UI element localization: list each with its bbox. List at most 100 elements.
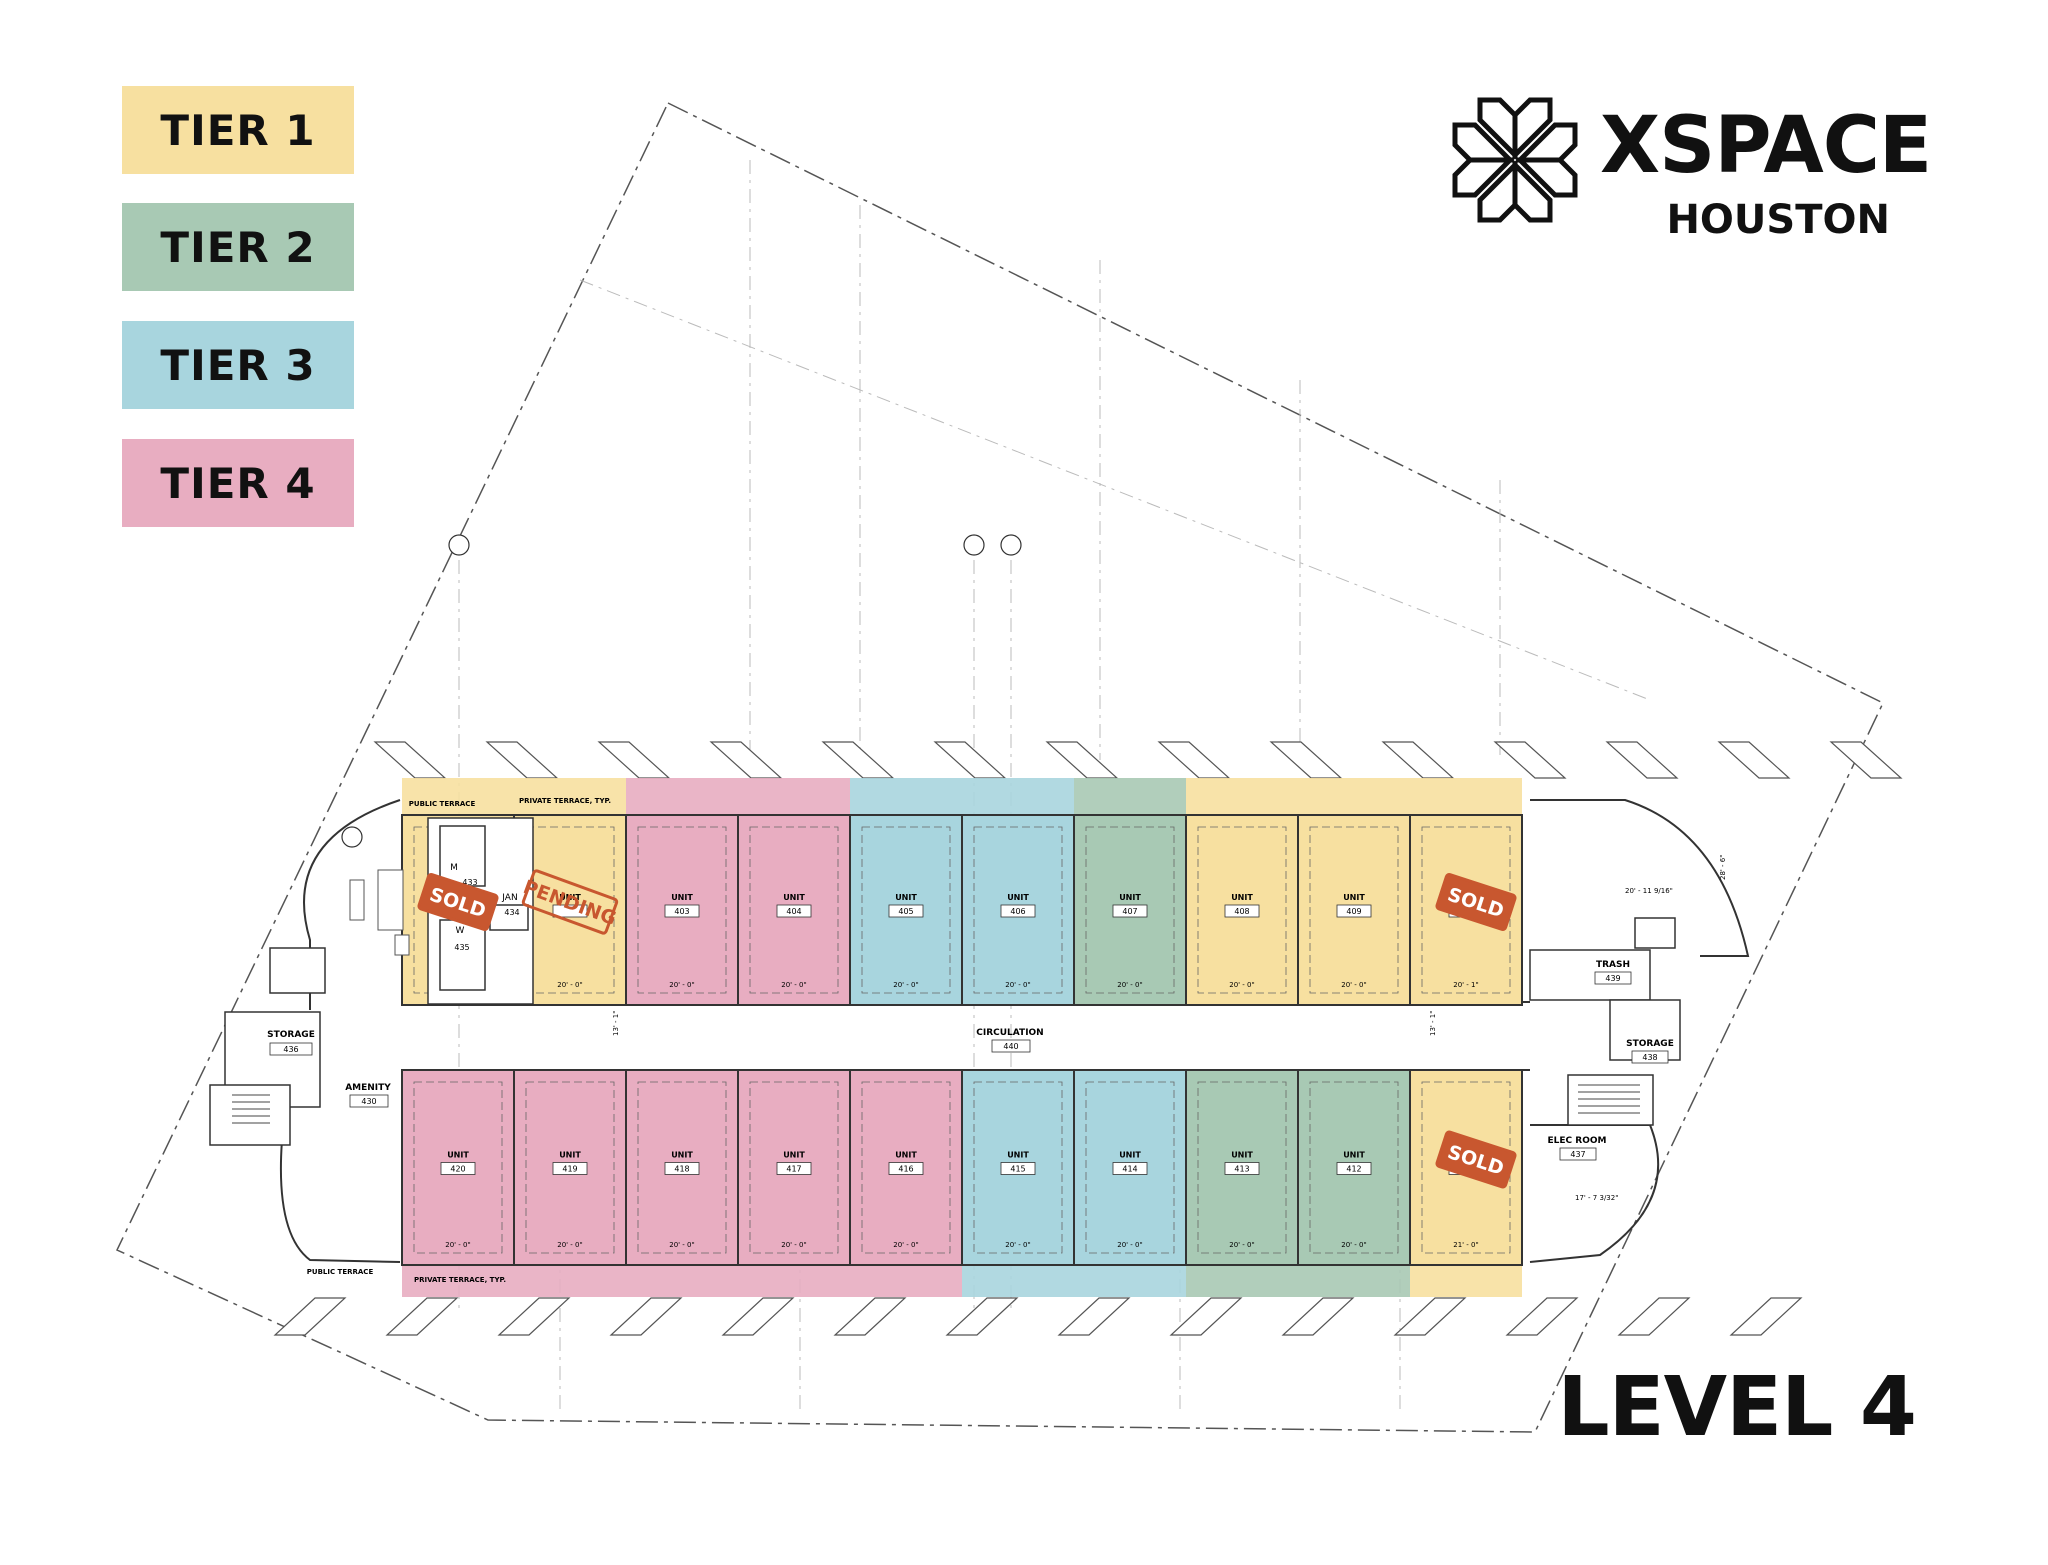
unit-dimension: 20' - 0" (1005, 981, 1030, 989)
unit-number: 404 (786, 907, 801, 916)
unit-number: 413 (1234, 1165, 1249, 1174)
unit-label: UNIT (559, 893, 581, 902)
site-boundary (115, 101, 1884, 1433)
level-title: LEVEL 4 (1557, 1360, 1917, 1455)
north-unit-8: UNIT 408 20' - 0" (1185, 778, 1299, 1006)
unit-label: UNIT (1231, 893, 1253, 902)
room-number-435: 435 (454, 943, 469, 952)
brand-logo: XSPACE HOUSTON (1450, 95, 1932, 245)
unit-label: UNIT (671, 1151, 693, 1160)
north-unit-9: UNIT 409 20' - 0" (1297, 778, 1411, 1006)
circulation-label: CIRCULATION (976, 1028, 1043, 1038)
room-label-m: M (450, 863, 458, 873)
unit-dimension: 21' - 0" (1453, 1241, 1478, 1249)
amenity-furniture (349, 869, 410, 956)
unit-number: 420 (450, 1165, 465, 1174)
north-unit-6: UNIT 406 20' - 0" (961, 778, 1075, 1006)
public-terrace-bottom: PUBLIC TERRACE (307, 1268, 374, 1276)
legend-tier-2: TIER 2 (122, 203, 354, 291)
south-unit-8: UNIT 413 20' - 0" (1185, 1069, 1299, 1297)
unit-label: UNIT (1231, 1151, 1253, 1160)
room-number-434: 434 (504, 908, 519, 917)
amenity-number: 430 (361, 1097, 376, 1106)
unit-label: UNIT (1343, 893, 1365, 902)
unit-number: 414 (1122, 1165, 1137, 1174)
north-unit-4: UNIT 404 20' - 0" (737, 778, 851, 1006)
room-label-w: W (456, 926, 465, 936)
dim-side-left: 13' - 1" (612, 1011, 620, 1036)
storage-436-label: STORAGE (267, 1030, 315, 1040)
unit-number: 407 (1122, 907, 1137, 916)
public-terrace-top: PUBLIC TERRACE (409, 800, 476, 808)
unit-number: 406 (1010, 907, 1025, 916)
unit-number: 405 (898, 907, 913, 916)
unit-dimension: 20' - 0" (1117, 1241, 1142, 1249)
dim-elec: 17' - 7 3/32" (1575, 1194, 1618, 1202)
south-units: UNIT 420 20' - 0" UNIT 419 20' - 0" UNIT 418 20'… (401, 1069, 1523, 1297)
amenity-label: AMENITY (345, 1083, 391, 1093)
legend-tier-3: TIER 3 (122, 321, 354, 409)
unit-number: 419 (562, 1165, 577, 1174)
unit-label: UNIT (895, 1151, 917, 1160)
dim-height: 28' - 6" (1719, 855, 1727, 880)
unit-number: 403 (674, 907, 689, 916)
private-terrace-bottom: PRIVATE TERRACE, TYP. (414, 1276, 506, 1284)
brand-name: XSPACE (1600, 101, 1932, 191)
left-stair-icon (232, 1094, 270, 1124)
unit-dimension: 20' - 0" (1229, 981, 1254, 989)
unit-label: UNIT (1007, 1151, 1029, 1160)
unit-number: 418 (674, 1165, 689, 1174)
unit-dimension: 20' - 0" (557, 981, 582, 989)
unit-label: UNIT (1007, 893, 1029, 902)
xspace-logo-icon (1452, 97, 1578, 223)
unit-label: UNIT (895, 893, 917, 902)
unit-dimension: 20' - 0" (1005, 1241, 1030, 1249)
right-stair-icon (1578, 1084, 1640, 1114)
unit-label: UNIT (1119, 1151, 1141, 1160)
storage-436-number: 436 (283, 1045, 298, 1054)
unit-dimension: 20' - 0" (1341, 981, 1366, 989)
unit-number: 412 (1346, 1165, 1361, 1174)
unit-label: UNIT (447, 1151, 469, 1160)
unit-dimension: 20' - 0" (781, 981, 806, 989)
south-unit-1: UNIT 420 20' - 0" (401, 1069, 515, 1297)
unit-label: UNIT (671, 893, 693, 902)
unit-label: UNIT (783, 893, 805, 902)
trash-label: TRASH (1596, 960, 1630, 970)
unit-dimension: 20' - 0" (1229, 1241, 1254, 1249)
unit-dimension: 20' - 0" (669, 1241, 694, 1249)
unit-label: UNIT (783, 1151, 805, 1160)
brand-city: HOUSTON (1666, 197, 1890, 243)
unit-number: 415 (1010, 1165, 1025, 1174)
unit-label: UNIT (1343, 1151, 1365, 1160)
elec-room-label: ELEC ROOM (1548, 1136, 1607, 1146)
room-label-jan: JAN (501, 893, 517, 903)
unit-number: 408 (1234, 907, 1249, 916)
south-unit-9: UNIT 412 20' - 0" (1297, 1069, 1411, 1297)
legend-tier-4: TIER 4 (122, 439, 354, 527)
storage-438-label: STORAGE (1626, 1039, 1674, 1049)
trash-number: 439 (1605, 974, 1620, 983)
unit-label: UNIT (1119, 893, 1141, 902)
unit-number: 416 (898, 1165, 913, 1174)
dim-curve: 20' - 11 9/16" (1625, 887, 1673, 895)
storage-438-number: 438 (1642, 1053, 1657, 1062)
unit-number: 409 (1346, 907, 1361, 916)
south-unit-7: UNIT 414 20' - 0" (1073, 1069, 1187, 1297)
unit-dimension: 20' - 0" (781, 1241, 806, 1249)
unit-dimension: 20' - 0" (445, 1241, 470, 1249)
unit-label: UNIT (559, 1151, 581, 1160)
dim-side-right: 13' - 1" (1429, 1011, 1437, 1036)
unit-dimension: 20' - 1" (1453, 981, 1478, 989)
elec-room-number: 437 (1570, 1150, 1585, 1159)
unit-dimension: 20' - 0" (1341, 1241, 1366, 1249)
south-unit-3: UNIT 418 20' - 0" (625, 1069, 739, 1297)
left-service (209, 947, 326, 1146)
unit-dimension: 20' - 0" (893, 981, 918, 989)
right-service (1529, 917, 1681, 1126)
legend-tier-1: TIER 1 (122, 86, 354, 174)
